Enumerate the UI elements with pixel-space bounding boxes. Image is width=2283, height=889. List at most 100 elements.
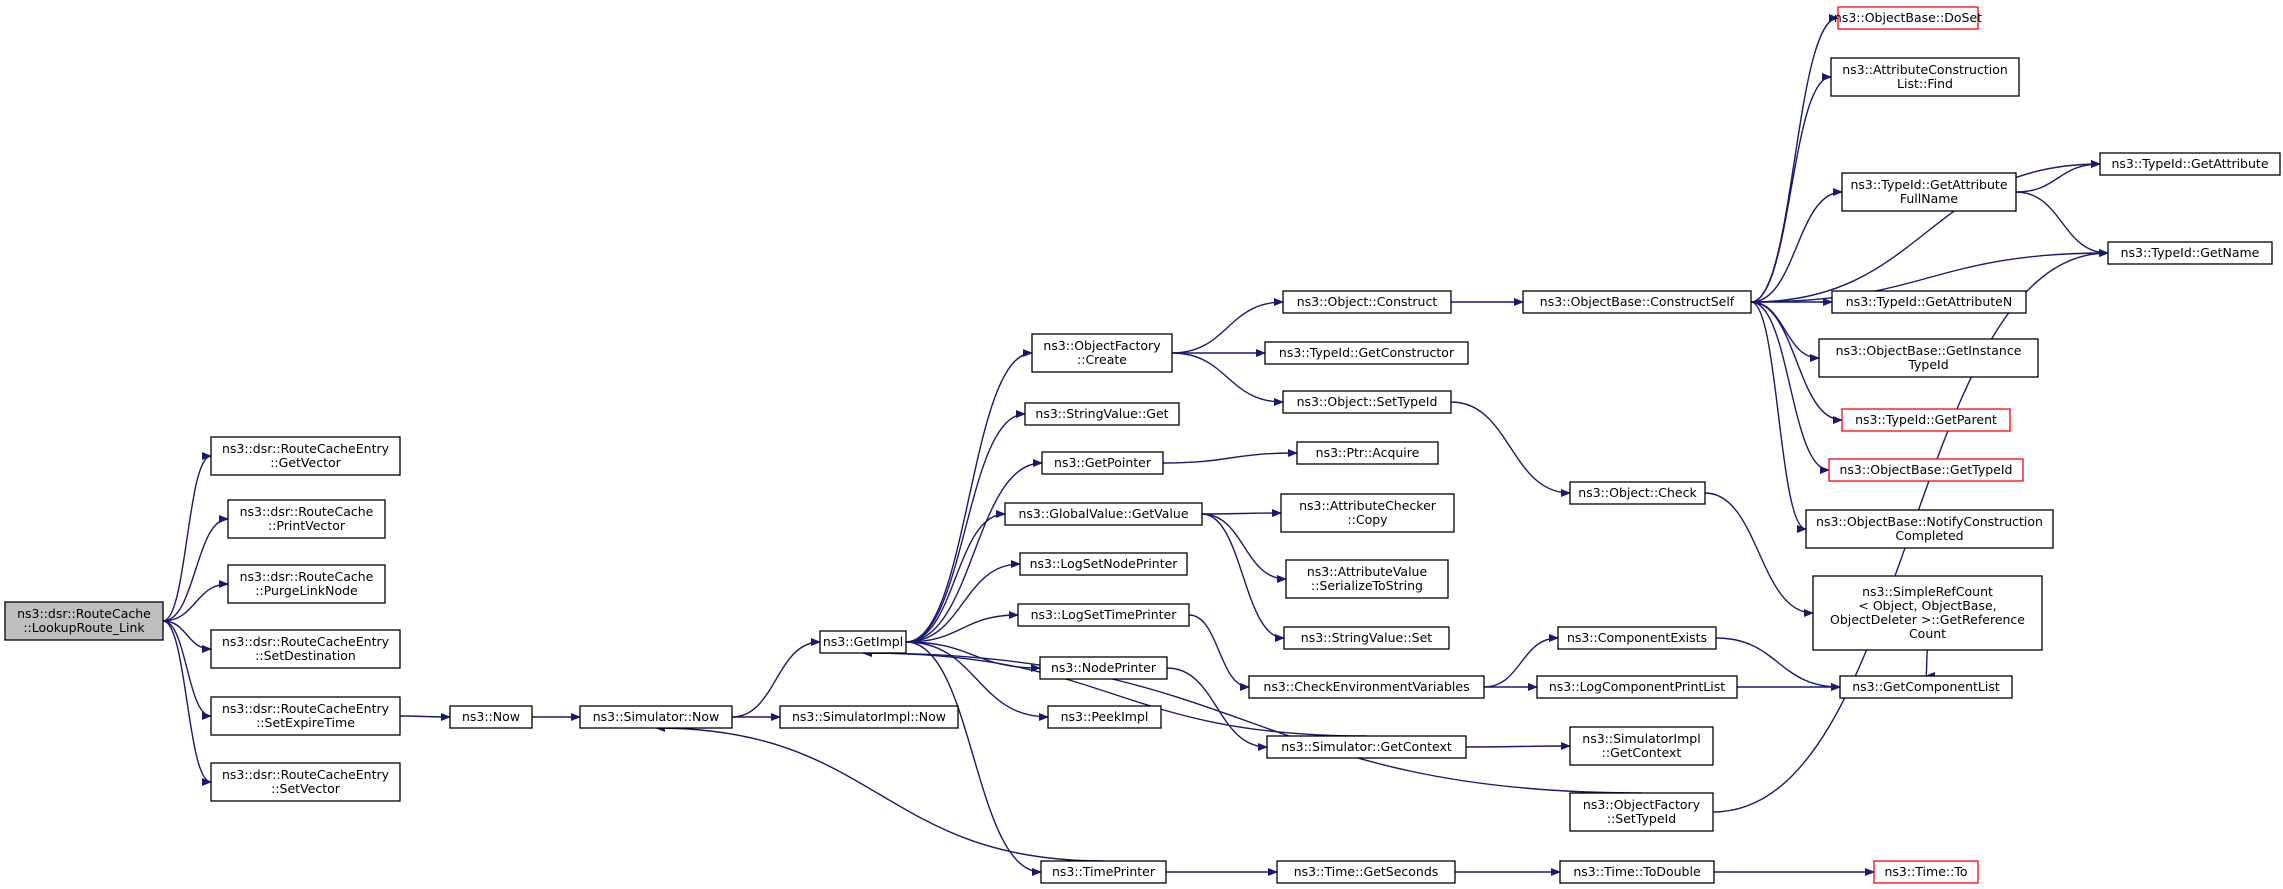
node-objectbase_notifyconstruction[interactable]: ns3::ObjectBase::NotifyConstructionCompl…	[1805, 509, 2054, 549]
node-label-line: ns3::CheckEnvironmentVariables	[1263, 679, 1469, 694]
node-box	[1569, 792, 1714, 832]
node-typeid_getparent[interactable]: ns3::TypeId::GetParent	[1841, 408, 2011, 432]
node-peekimpl[interactable]: ns3::PeekImpl	[1047, 705, 1162, 729]
node-label-line: ::SetVector	[271, 781, 341, 796]
edge-objectbase_constructself-to-objectbase_getinstancetypeid	[1750, 301, 1820, 362]
node-rce_getvector[interactable]: ns3::dsr::RouteCacheEntry::GetVector	[210, 436, 401, 476]
node-label-line: ns3::TypeId::GetAttribute	[2111, 156, 2268, 171]
node-label-line: < Object, ObjectBase,	[1858, 598, 1996, 613]
node-label-line: ns3::ObjectBase::GetTypeId	[1840, 462, 2013, 477]
node-box	[227, 499, 386, 539]
node-label-line: ::SetExpireTime	[256, 715, 355, 730]
node-rc_printvector[interactable]: ns3::dsr::RouteCache::PrintVector	[227, 499, 386, 539]
node-box	[1264, 341, 1469, 365]
node-logcomponentprintlist[interactable]: ns3::LogComponentPrintList	[1536, 675, 1738, 699]
node-globalvalue_getvalue[interactable]: ns3::GlobalValue::GetValue	[1004, 502, 1203, 526]
node-box	[449, 705, 533, 729]
node-box	[4, 601, 164, 641]
node-attributevalue_serialize[interactable]: ns3::AttributeValue::SerializeToString	[1285, 559, 1449, 599]
node-box	[210, 762, 401, 802]
node-nodeprinter[interactable]: ns3::NodePrinter	[1039, 656, 1168, 680]
node-label-line: ns3::ObjectFactory	[1583, 797, 1701, 812]
node-componentexists[interactable]: ns3::ComponentExists	[1557, 626, 1717, 650]
node-objectfactory_settypeid[interactable]: ns3::ObjectFactory::SetTypeId	[1569, 792, 1714, 832]
node-checkenvvars[interactable]: ns3::CheckEnvironmentVariables	[1248, 675, 1485, 699]
node-box	[1040, 860, 1167, 884]
node-box	[1569, 481, 1706, 505]
node-lookup_route_link[interactable]: ns3::dsr::RouteCache::LookupRoute_Link	[4, 601, 164, 641]
node-stringvalue_get[interactable]: ns3::StringValue::Get	[1024, 402, 1180, 426]
node-ptr_acquire[interactable]: ns3::Ptr::Acquire	[1296, 441, 1439, 465]
edge-getimpl-to-logsetnodeprinter	[905, 560, 1021, 643]
edge-objectbase_constructself-to-typeid_getname	[1750, 249, 2109, 303]
node-label-line: ns3::Object::Check	[1578, 485, 1697, 500]
node-attributechecker_copy[interactable]: ns3::AttributeChecker::Copy	[1280, 493, 1455, 533]
node-label-line: ns3::dsr::RouteCache	[240, 569, 374, 584]
node-label-line: ns3::StringValue::Get	[1035, 406, 1168, 421]
node-time_to[interactable]: ns3::Time::To	[1873, 860, 1979, 884]
edge-objectbase_constructself-to-objectbase_notifyconstruction	[1750, 301, 1807, 533]
edge-lookup_route_link-to-rce_setdestination	[162, 620, 212, 653]
node-box	[1285, 559, 1449, 599]
node-getpointer[interactable]: ns3::GetPointer	[1041, 451, 1164, 475]
node-objectbase_gettypeid[interactable]: ns3::ObjectBase::GetTypeId	[1828, 458, 2024, 482]
node-box	[1017, 603, 1190, 627]
node-box	[1818, 338, 2039, 378]
node-logsetnodeprinter[interactable]: ns3::LogSetNodePrinter	[1019, 552, 1188, 576]
node-label-line: ::PurgeLinkNode	[255, 583, 358, 598]
node-rc_purgelinknode[interactable]: ns3::dsr::RouteCache::PurgeLinkNode	[227, 564, 386, 604]
node-label-line: ::SetTypeId	[1607, 811, 1676, 826]
node-object_construct[interactable]: ns3::Object::Construct	[1282, 290, 1452, 314]
node-time_todouble[interactable]: ns3::Time::ToDouble	[1559, 860, 1715, 884]
node-time_getseconds[interactable]: ns3::Time::GetSeconds	[1276, 860, 1456, 884]
node-label-line: ns3::AttributeValue	[1307, 564, 1428, 579]
node-object_settypeid[interactable]: ns3::Object::SetTypeId	[1282, 390, 1452, 414]
node-now[interactable]: ns3::Now	[449, 705, 533, 729]
edge-simulator_now-to-getimpl	[731, 638, 821, 718]
node-simulator_now[interactable]: ns3::Simulator::Now	[579, 705, 733, 729]
node-label-line: ns3::ObjectFactory	[1043, 338, 1161, 353]
node-label-line: ns3::TypeId::GetConstructor	[1279, 345, 1455, 360]
node-label-line: ns3::ComponentExists	[1567, 630, 1707, 645]
node-simplerefcount[interactable]: ns3::SimpleRefCount< Object, ObjectBase,…	[1812, 575, 2043, 651]
node-rce_setvector[interactable]: ns3::dsr::RouteCacheEntry::SetVector	[210, 762, 401, 802]
node-getimpl[interactable]: ns3::GetImpl	[819, 630, 907, 654]
node-stringvalue_set[interactable]: ns3::StringValue::Set	[1283, 626, 1450, 650]
node-box	[1276, 860, 1456, 884]
node-box	[1841, 172, 2017, 212]
node-simulatorimpl_getcontext[interactable]: ns3::SimulatorImpl::GetContext	[1569, 726, 1714, 766]
edge-lookup_route_link-to-rce_getvector	[162, 452, 212, 622]
node-box	[1039, 656, 1168, 680]
edge-typeid_getattributefullname-to-typeid_getname	[2015, 191, 2109, 257]
node-typeid_getattributen[interactable]: ns3::TypeId::GetAttributeN	[1831, 290, 2027, 314]
node-typeid_getname[interactable]: ns3::TypeId::GetName	[2107, 241, 2273, 265]
node-box	[1004, 502, 1203, 526]
node-label-line: ns3::AttributeChecker	[1299, 498, 1437, 513]
node-simulator_getcontext[interactable]: ns3::Simulator::GetContext	[1266, 735, 1467, 759]
node-typeid_getconstructor[interactable]: ns3::TypeId::GetConstructor	[1264, 341, 1469, 365]
node-objectfactory_create[interactable]: ns3::ObjectFactory::Create	[1031, 333, 1173, 373]
node-typeid_getattribute[interactable]: ns3::TypeId::GetAttribute	[2099, 152, 2281, 176]
node-label-line: ns3::TypeId::GetParent	[1855, 412, 1997, 427]
edge-getimpl-to-logsettimeprinter	[905, 611, 1019, 643]
node-box	[210, 436, 401, 476]
node-label-line: ns3::ObjectBase::NotifyConstruction	[1816, 514, 2043, 529]
node-rce_setdestination[interactable]: ns3::dsr::RouteCacheEntry::SetDestinatio…	[210, 629, 401, 669]
node-getcomponentlist[interactable]: ns3::GetComponentList	[1839, 675, 2013, 699]
node-simulatorimpl_now[interactable]: ns3::SimulatorImpl::Now	[779, 705, 959, 729]
node-box	[1280, 493, 1455, 533]
node-timeprinter[interactable]: ns3::TimePrinter	[1040, 860, 1167, 884]
node-label-line: ns3::TypeId::GetAttributeN	[1846, 294, 2012, 309]
node-box	[1805, 509, 2054, 549]
node-objectbase_doset[interactable]: ns3::ObjectBase::DoSet	[1834, 6, 1982, 30]
node-logsettimeprinter[interactable]: ns3::LogSetTimePrinter	[1017, 603, 1190, 627]
node-box	[1841, 408, 2011, 432]
edge-lookup_route_link-to-rc_purgelinknode	[162, 580, 229, 622]
node-rce_setexpiretime[interactable]: ns3::dsr::RouteCacheEntry::SetExpireTime	[210, 696, 401, 736]
edge-globalvalue_getvalue-to-attributevalue_serialize	[1201, 513, 1287, 583]
node-objectbase_constructself[interactable]: ns3::ObjectBase::ConstructSelf	[1522, 290, 1752, 314]
node-object_check[interactable]: ns3::Object::Check	[1569, 481, 1706, 505]
